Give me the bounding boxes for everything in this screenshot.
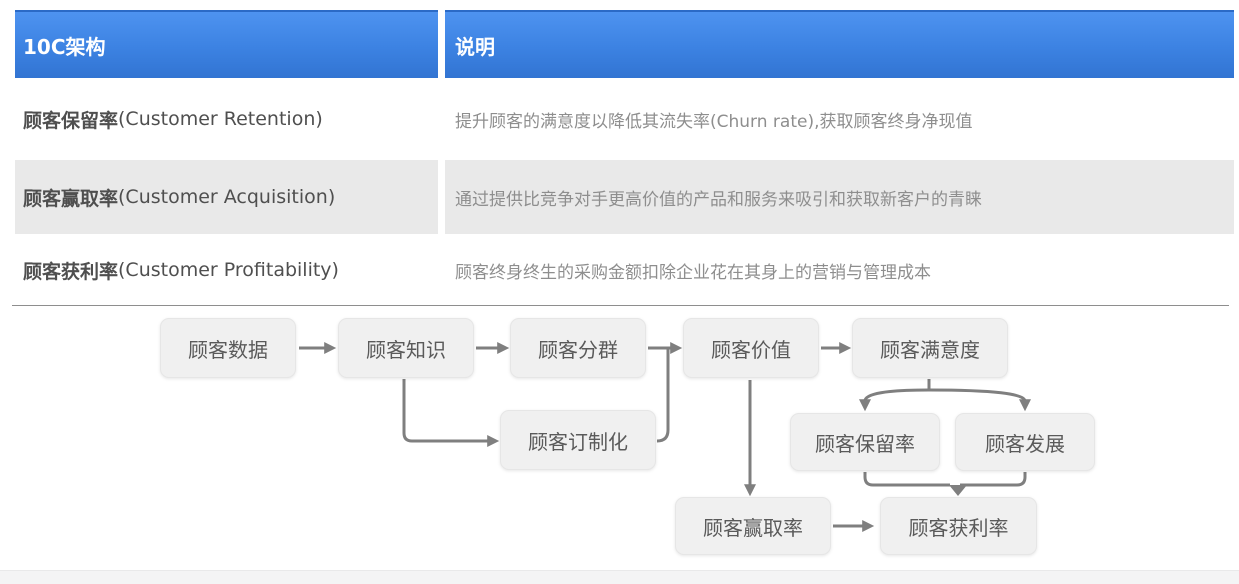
edge-satisfaction-retention <box>859 388 930 412</box>
section-divider-line <box>12 305 1229 306</box>
term-en: (Customer Acquisition) <box>118 186 336 208</box>
table-row-profitability: 顾客获利率(Customer Profitability) 顾客终身终生的采购金… <box>15 234 1234 306</box>
node-customer-profitability: 顾客获利率 <box>880 497 1037 555</box>
table-header-framework-label: 10C架构 <box>23 34 106 59</box>
table-header-framework: 10C架构 <box>15 10 438 78</box>
table-row-retention: 顾客保留率(Customer Retention) 提升顾客的满意度以降低其流失… <box>15 78 1234 160</box>
term-en: (Customer Profitability) <box>118 259 339 281</box>
node-customer-acquisition: 顾客赢取率 <box>675 497 831 555</box>
node-customer-data: 顾客数据 <box>160 318 296 378</box>
term-cell: 顾客获利率(Customer Profitability) <box>15 234 438 306</box>
column-divider <box>438 10 445 78</box>
node-customer-value: 顾客价值 <box>683 318 819 378</box>
node-customer-segmentation: 顾客分群 <box>510 318 646 378</box>
description-text: 通过提供比竞争对手更高价值的产品和服务来吸引和获取新客户的青睐 <box>455 189 982 210</box>
description-cell: 顾客终身终生的采购金额扣除企业花在其身上的营销与管理成本 <box>445 234 1234 306</box>
edge-retention-merge <box>863 472 950 487</box>
framework-table: 10C架构 说明 顾客保留率(Customer Retention) 提升顾客的… <box>15 10 1234 306</box>
table-header-row: 10C架构 说明 <box>15 10 1234 78</box>
node-customer-satisfaction: 顾客满意度 <box>852 318 1008 378</box>
node-customer-knowledge: 顾客知识 <box>338 318 474 378</box>
node-customer-customization: 顾客订制化 <box>500 410 656 470</box>
term-cell: 顾客保留率(Customer Retention) <box>15 78 438 160</box>
column-divider <box>438 234 445 306</box>
edge-development-merge <box>960 472 1027 487</box>
term-en: (Customer Retention) <box>118 108 323 130</box>
description-text: 提升顾客的满意度以降低其流失率(Churn rate),获取顾客终身净现值 <box>455 111 973 132</box>
description-cell: 通过提供比竞争对手更高价值的产品和服务来吸引和获取新客户的青睐 <box>445 160 1234 234</box>
node-customer-development: 顾客发展 <box>955 413 1095 471</box>
term-cell: 顾客赢取率(Customer Acquisition) <box>15 160 438 234</box>
edge-customization-value <box>656 349 670 443</box>
bottom-strip <box>0 570 1239 584</box>
table-header-description-label: 说明 <box>455 34 495 59</box>
description-cell: 提升顾客的满意度以降低其流失率(Churn rate),获取顾客终身净现值 <box>445 78 1234 160</box>
merge-arrowhead-icon <box>949 485 967 496</box>
edge-knowledge-customization <box>402 379 500 447</box>
description-text: 顾客终身终生的采购金额扣除企业花在其身上的营销与管理成本 <box>455 262 931 283</box>
term-zh: 顾客获利率 <box>23 260 119 283</box>
edge-satisfaction-development <box>928 388 1031 412</box>
term-zh: 顾客保留率 <box>23 109 119 132</box>
column-divider <box>438 160 445 234</box>
term-zh: 顾客赢取率 <box>23 187 119 210</box>
node-customer-retention: 顾客保留率 <box>790 413 940 471</box>
table-row-acquisition: 顾客赢取率(Customer Acquisition) 通过提供比竞争对手更高价… <box>15 160 1234 234</box>
column-divider <box>438 78 445 160</box>
table-header-description: 说明 <box>445 10 1234 78</box>
